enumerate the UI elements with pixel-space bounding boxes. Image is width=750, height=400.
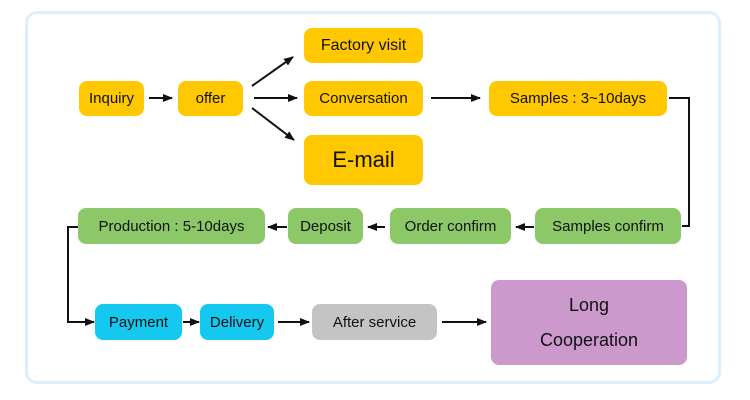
- node-label-line2: Cooperation: [539, 329, 639, 350]
- node-order-confirm: Order confirm: [390, 208, 511, 244]
- node-label: Delivery: [209, 313, 265, 331]
- node-label: Samples : 3~10days: [509, 90, 647, 107]
- node-production: Production : 5-10days: [78, 208, 265, 244]
- node-label: Factory visit: [320, 36, 407, 54]
- node-after-service: After service: [312, 304, 437, 340]
- node-payment: Payment: [95, 304, 182, 340]
- node-label: E-mail: [332, 147, 395, 172]
- node-label: Inquiry: [88, 90, 135, 107]
- node-label: Conversation: [319, 90, 408, 107]
- node-email: E-mail: [304, 135, 423, 185]
- node-label: Production : 5-10days: [98, 217, 245, 235]
- node-conversation: Conversation: [304, 81, 423, 116]
- node-label: Order confirm: [404, 217, 497, 235]
- node-offer: offer: [178, 81, 243, 116]
- node-label: After service: [332, 313, 417, 331]
- node-inquiry: Inquiry: [79, 81, 144, 116]
- node-label: offer: [195, 90, 226, 107]
- node-factory-visit: Factory visit: [304, 28, 423, 63]
- node-samples: Samples : 3~10days: [489, 81, 667, 116]
- node-label: Deposit: [300, 217, 351, 235]
- node-label: Payment: [108, 313, 169, 331]
- node-label: Samples confirm: [552, 217, 664, 235]
- node-label-line1: Long: [568, 294, 610, 315]
- node-delivery: Delivery: [200, 304, 274, 340]
- node-deposit: Deposit: [288, 208, 363, 244]
- node-samples-confirm: Samples confirm: [535, 208, 681, 244]
- node-long-cooperation: Long Cooperation: [491, 280, 687, 365]
